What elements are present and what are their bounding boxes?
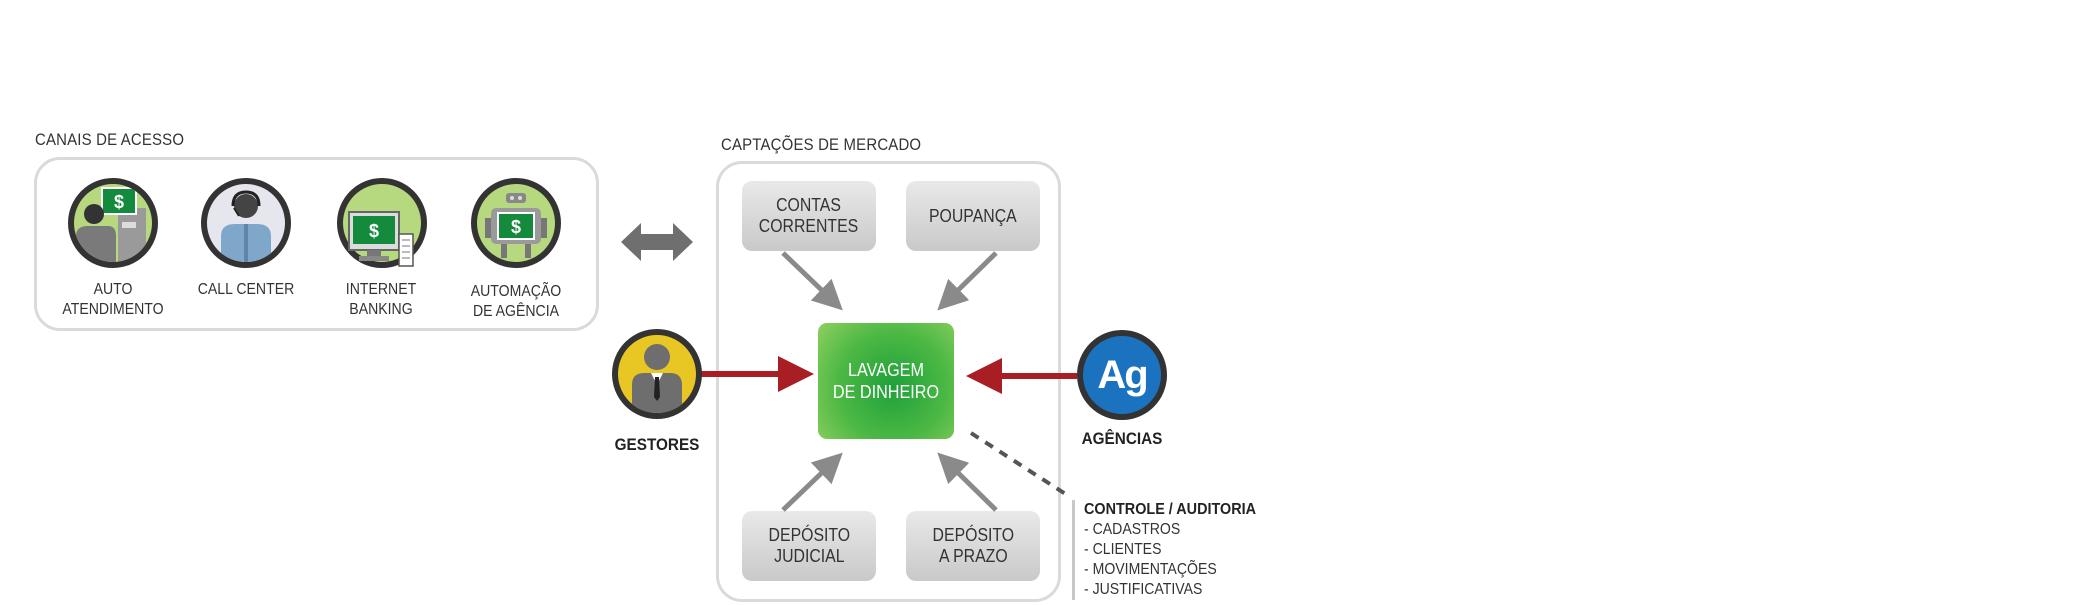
captacoes-title: CAPTAÇÕES DE MERCADO: [721, 135, 922, 154]
box-deposito-judicial: DEPÓSITO JUDICIAL: [742, 511, 876, 581]
arrow-prazo-to-center: [937, 452, 998, 512]
box-poupanca: POUPANÇA: [906, 181, 1040, 251]
automation-robot-icon: $: [471, 178, 561, 268]
dotted-line-to-audit: [969, 431, 1069, 497]
channel-label-internet: INTERNET BANKING: [345, 281, 417, 318]
canais-title: CANAIS DE ACESSO: [35, 130, 185, 149]
box-lavagem-de-dinheiro: LAVAGEM DE DINHEIRO: [818, 323, 954, 439]
agencias-logo-icon: [1077, 330, 1167, 420]
atm-user-icon: $: [68, 178, 158, 268]
controle-title: CONTROLE / AUDITORIA: [1084, 501, 1256, 518]
gestores-label: GESTORES: [614, 435, 700, 454]
channel-label-automacao: AUTOMAÇÃO DE AGÊNCIA: [470, 283, 562, 320]
controle-auditoria-block: CONTROLE / AUDITORIA - CADASTROS - CLIEN…: [1072, 500, 1275, 600]
agencias-logo-text: Ag: [1097, 352, 1148, 397]
svg-text:$: $: [369, 221, 379, 241]
manager-person-icon: [612, 329, 702, 419]
svg-text:$: $: [511, 217, 521, 237]
controle-item: - JUSTIFICATIVAS: [1084, 581, 1203, 598]
channel-label-callcenter: CALL CENTER: [197, 281, 295, 298]
box-deposito-prazo: DEPÓSITO A PRAZO: [906, 511, 1040, 581]
arrow-contas-to-center: [781, 251, 843, 311]
controle-item: - MOVIMENTAÇÕES: [1084, 561, 1217, 578]
agencias-label: AGÊNCIAS: [1081, 429, 1163, 448]
computer-dollar-icon: $: [337, 178, 427, 268]
bidirectional-arrow-icon: [621, 223, 693, 261]
box-contas-correntes: CONTAS CORRENTES: [742, 181, 876, 251]
arrow-judicial-to-center: [781, 452, 843, 512]
arrow-poupanca-to-center: [937, 251, 998, 311]
call-center-agent-icon: [201, 178, 291, 268]
controle-item: - CADASTROS: [1084, 521, 1181, 538]
channel-label-auto: AUTO ATENDIMENTO: [62, 281, 164, 318]
controle-item: - CLIENTES: [1084, 541, 1162, 558]
svg-text:$: $: [114, 192, 124, 212]
